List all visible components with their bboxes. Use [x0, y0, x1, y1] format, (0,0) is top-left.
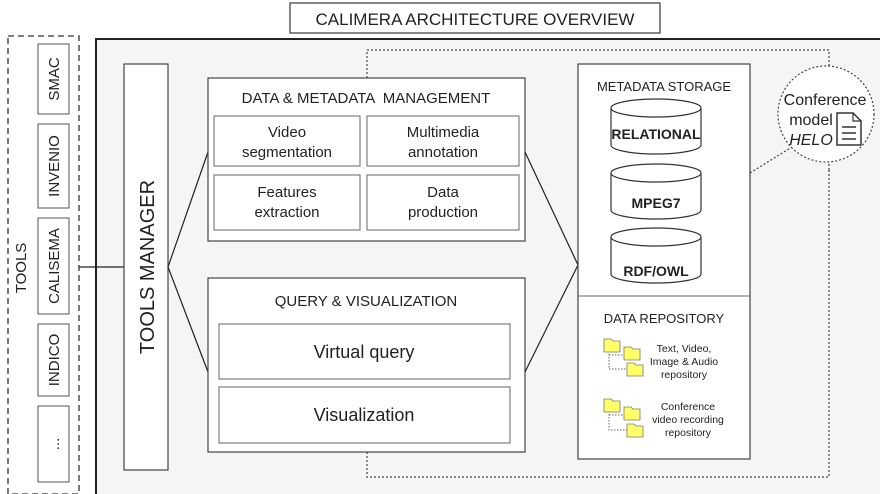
cell-line2: extraction: [254, 204, 319, 221]
metadata-storage-title: METADATA STORAGE: [597, 79, 731, 94]
relational-db-label: RELATIONAL: [611, 126, 701, 142]
main-panel-border: [95, 38, 880, 494]
repo-tree-2[interactable]: Conference video recording repository: [603, 398, 724, 439]
manager-fan-lines: [167, 151, 209, 373]
tool-smac-label: SMAC: [46, 57, 63, 101]
helo-line1: Conference: [784, 92, 867, 109]
mpeg7-db-top: [610, 163, 702, 183]
relational-db-top: [610, 98, 702, 118]
cell-line1: Multimedia: [407, 124, 480, 141]
helo-line3: HELO: [789, 132, 833, 149]
repo2-line1: Conference: [661, 401, 715, 413]
cell-line1: Data: [427, 184, 459, 201]
folder-icon: [603, 398, 621, 413]
mpeg7-db-body: [610, 173, 702, 220]
cell-line2: segmentation: [242, 144, 332, 161]
folder-icon: [626, 423, 644, 438]
cell-line1: Video: [268, 124, 306, 141]
tool-more-label: ...: [46, 438, 63, 451]
document-icon: [836, 112, 862, 146]
features-extraction-cell[interactable]: Features extraction: [213, 174, 361, 231]
tree-lines: [608, 348, 627, 370]
tool-invenio[interactable]: INVENIO: [37, 123, 70, 209]
rdf-owl-db[interactable]: RDF/OWL: [610, 227, 702, 284]
repo1-line1: Text, Video,: [657, 343, 712, 355]
data-metadata-title: DATA & METADATA MANAGEMENT: [242, 90, 491, 107]
relational-db-body: [610, 108, 702, 155]
virtual-query-label: Virtual query: [314, 342, 415, 362]
query-visualization-title: QUERY & VISUALIZATION: [275, 293, 458, 310]
folder-icon: [623, 406, 641, 421]
dotted-loop-bottom: [366, 170, 830, 478]
tool-more[interactable]: ...: [37, 405, 70, 483]
folder-icon: [603, 338, 621, 353]
tools-manager-label: TOOLS MANAGER: [137, 180, 159, 354]
tools-manager-box[interactable]: [123, 63, 169, 471]
multimedia-annotation-cell[interactable]: Multimedia annotation: [366, 115, 520, 167]
tools-label: TOOLS: [13, 243, 30, 294]
visualization-item[interactable]: Visualization: [218, 386, 511, 444]
video-segmentation-cell[interactable]: Video segmentation: [213, 115, 361, 167]
cell-line2: production: [408, 204, 478, 221]
repo2-line2: video recording: [652, 414, 724, 426]
visualization-label: Visualization: [314, 405, 415, 425]
mpeg7-db-label: MPEG7: [631, 195, 680, 211]
folder-icon: [623, 346, 641, 361]
tool-indico[interactable]: INDICO: [37, 323, 70, 397]
title-box: [289, 2, 661, 34]
rdf-owl-db-label: RDF/OWL: [623, 263, 689, 279]
repo1-line2: Image & Audio: [650, 356, 718, 368]
data-repository-title: DATA REPOSITORY: [604, 311, 725, 326]
cell-line2: annotation: [408, 144, 478, 161]
tool-indico-label: INDICO: [46, 334, 63, 387]
folder-icon: [626, 362, 644, 377]
tool-smac[interactable]: SMAC: [37, 43, 70, 115]
rdf-owl-db-body: [610, 237, 702, 284]
virtual-query-item[interactable]: Virtual query: [218, 323, 511, 380]
tool-calisema-label: CALISEMA: [46, 228, 63, 304]
tool-calisema[interactable]: CALISEMA: [37, 217, 70, 315]
data-production-cell[interactable]: Data production: [366, 174, 520, 231]
mpeg7-db[interactable]: MPEG7: [610, 163, 702, 220]
tree-lines: [608, 408, 627, 431]
cell-line1: Features: [257, 184, 316, 201]
repo2-line3: repository: [665, 427, 712, 439]
repo-tree-1[interactable]: Text, Video, Image & Audio repository: [603, 338, 718, 381]
relational-db[interactable]: RELATIONAL: [610, 98, 702, 155]
conference-model-helo[interactable]: Conference model HELO: [777, 65, 875, 163]
rdf-owl-db-top: [610, 227, 702, 247]
helo-line2: model: [789, 112, 833, 129]
diagram-title: CALIMERA ARCHITECTURE OVERVIEW: [316, 10, 635, 29]
tool-invenio-label: INVENIO: [46, 135, 63, 197]
repo1-line3: repository: [661, 369, 708, 381]
